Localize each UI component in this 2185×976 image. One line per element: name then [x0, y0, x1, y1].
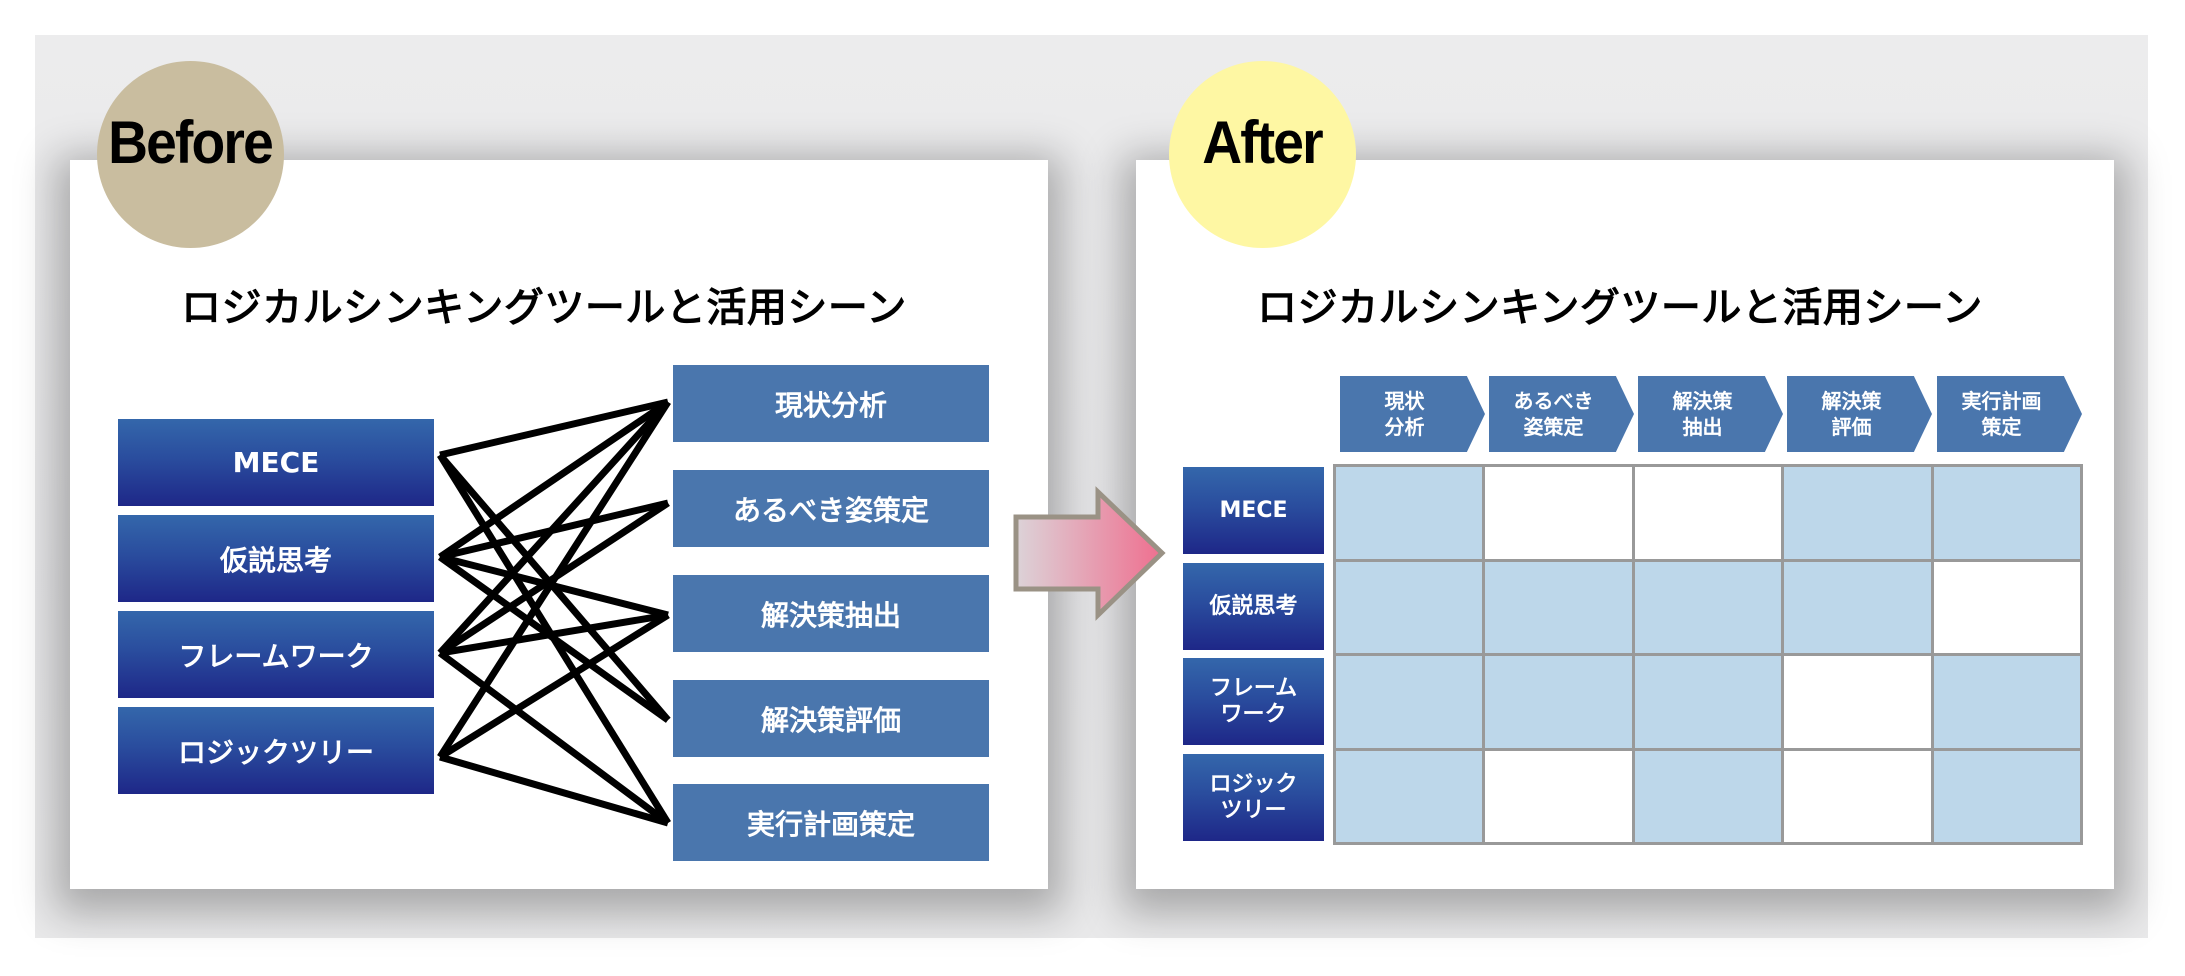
- tool-label: 仮説思考: [219, 543, 332, 577]
- usage-matrix: [1333, 464, 2083, 845]
- matrix-cell-r1-c0: [1336, 561, 1483, 653]
- connection-line-r1-c2: [439, 553, 669, 619]
- after-title: ロジカルシンキングツールと活用シーン: [1257, 285, 1983, 331]
- before-scene-ideal-state: あるべき姿策定: [673, 470, 989, 547]
- column-header-action-plan: 実行計画 策定: [1937, 376, 2082, 452]
- matrix-cell-r1-c2: [1634, 561, 1782, 653]
- matrix-cell-r3-c2: [1634, 750, 1782, 842]
- scene-label: あるべき姿策定: [732, 493, 929, 527]
- transform-arrow-icon: [1013, 486, 1166, 621]
- before-scene-solution-extraction: 解決策抽出: [673, 575, 989, 652]
- row-header-label: フレーム ワーク: [1209, 675, 1298, 727]
- scene-label: 実行計画策定: [746, 807, 915, 841]
- column-header-label: 解決策 抽出: [1672, 389, 1733, 439]
- connection-line-r2-c4: [437, 650, 671, 826]
- before-scene-solution-evaluation: 解決策評価: [673, 680, 989, 757]
- column-header-solution-evaluation: 解決策 評価: [1787, 376, 1932, 452]
- before-title: ロジカルシンキングツールと活用シーン: [181, 285, 907, 331]
- before-badge-label: Before: [108, 109, 275, 176]
- connection-line-r1-c0: [438, 399, 670, 560]
- matrix-cell-r3-c3: [1784, 750, 1931, 842]
- before-scene-action-plan: 実行計画策定: [673, 784, 989, 861]
- connection-line-r2-c0: [437, 399, 671, 656]
- matrix-cell-r0-c1: [1485, 467, 1632, 559]
- before-scene-current-analysis: 現状分析: [673, 365, 989, 442]
- connection-line-r3-c4: [439, 753, 669, 827]
- row-header-logic-tree: ロジック ツリー: [1183, 754, 1324, 841]
- matrix-cell-r1-c3: [1784, 561, 1931, 653]
- before-tool-logic-tree: ロジックツリー: [118, 707, 434, 794]
- matrix-cell-r3-c4: [1933, 750, 2080, 842]
- matrix-cell-r2-c1: [1485, 656, 1632, 748]
- connection-line-r1-c3: [437, 554, 671, 723]
- row-header-hypothesis: 仮説思考: [1183, 563, 1324, 650]
- column-header-label: あるべき 姿策定: [1513, 389, 1594, 439]
- connection-line-r3-c2: [438, 612, 670, 760]
- before-tool-mece: MECE: [118, 419, 434, 506]
- matrix-cell-r3-c0: [1336, 750, 1483, 842]
- matrix-cell-r2-c3: [1784, 656, 1931, 748]
- row-header-label: MECE: [1219, 497, 1288, 523]
- matrix-cell-r0-c3: [1784, 467, 1931, 559]
- scene-label: 現状分析: [774, 388, 887, 422]
- before-badge: Before: [97, 61, 284, 248]
- tool-label: フレームワーク: [178, 639, 374, 673]
- row-header-label: ロジック ツリー: [1209, 771, 1298, 823]
- scene-label: 解決策抽出: [760, 598, 901, 632]
- scene-label: 解決策評価: [760, 703, 901, 737]
- matrix-cell-r1-c4: [1933, 561, 2080, 653]
- row-header-mece: MECE: [1183, 467, 1324, 554]
- matrix-cell-r2-c2: [1634, 656, 1782, 748]
- matrix-cell-r2-c4: [1933, 656, 2080, 748]
- connection-line-r3-c0: [437, 400, 671, 759]
- matrix-cell-r0-c0: [1336, 467, 1483, 559]
- row-header-framework: フレーム ワーク: [1183, 658, 1324, 745]
- matrix-cell-r3-c1: [1485, 750, 1632, 842]
- column-header-label: 解決策 評価: [1821, 389, 1882, 439]
- after-badge-label: After: [1202, 109, 1324, 176]
- tool-label: MECE: [232, 446, 320, 479]
- after-badge: After: [1169, 61, 1356, 248]
- matrix-cell-r0-c4: [1933, 467, 2080, 559]
- column-header-current-analysis: 現状 分析: [1340, 376, 1485, 452]
- column-header-solution-extraction: 解決策 抽出: [1638, 376, 1783, 452]
- tool-label: ロジックツリー: [177, 735, 374, 769]
- before-tool-framework: フレームワーク: [118, 611, 434, 698]
- connection-line-r0-c0: [439, 398, 669, 459]
- matrix-cell-r0-c2: [1634, 467, 1782, 559]
- connection-line-r2-c2: [439, 611, 669, 657]
- row-header-label: 仮説思考: [1209, 593, 1298, 619]
- matrix-cell-r1-c1: [1485, 561, 1632, 653]
- column-header-ideal-state: あるべき 姿策定: [1489, 376, 1634, 452]
- before-tool-hypothesis: 仮説思考: [118, 515, 434, 602]
- matrix-cell-r2-c0: [1336, 656, 1483, 748]
- column-header-label: 現状 分析: [1384, 389, 1425, 439]
- column-header-label: 実行計画 策定: [1961, 389, 2042, 439]
